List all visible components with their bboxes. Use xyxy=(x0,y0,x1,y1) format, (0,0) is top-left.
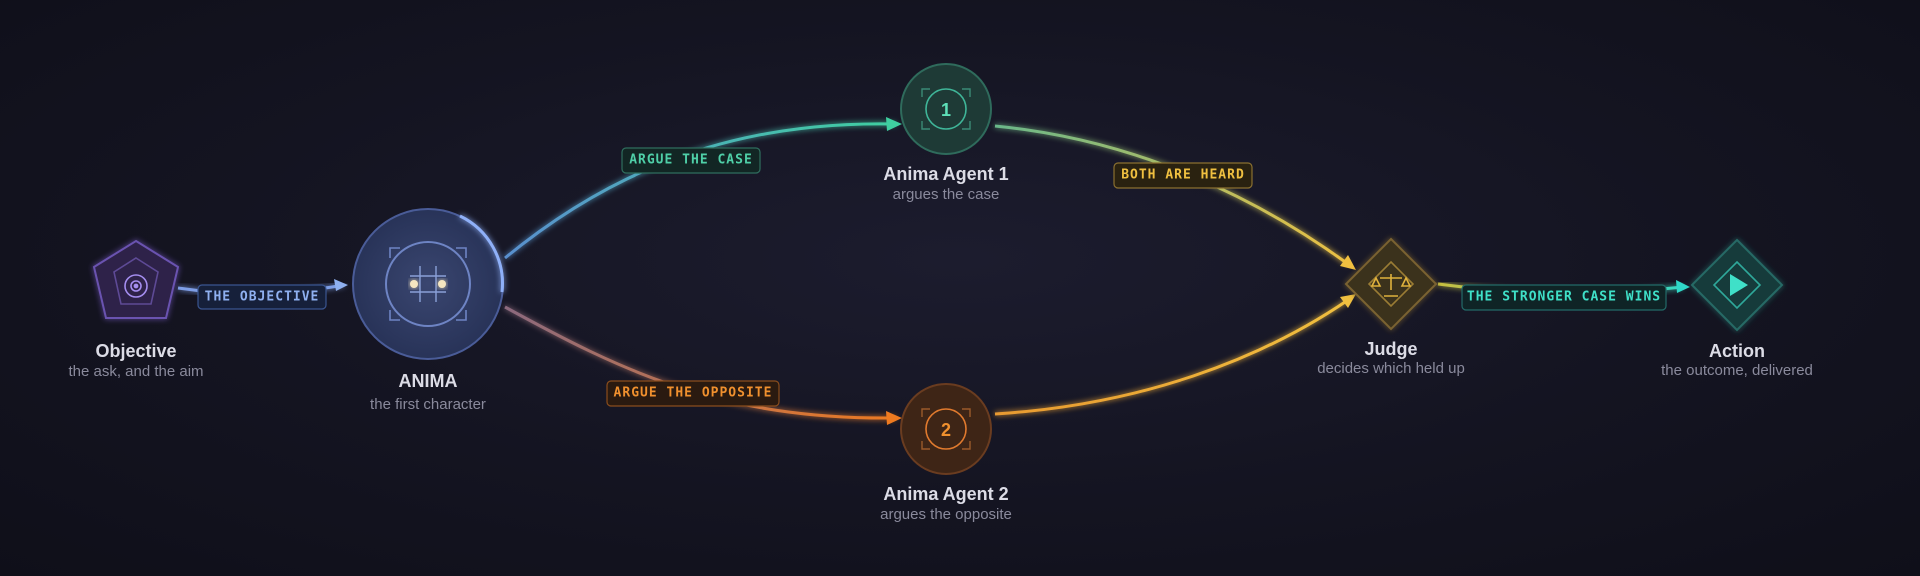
agent2-subtitle: argues the opposite xyxy=(880,506,1012,523)
numbered-badge-icon: 1 xyxy=(921,88,971,130)
arrow-head-icon xyxy=(334,279,348,291)
svg-text:2: 2 xyxy=(941,420,951,440)
edge-anima-to-agent2 xyxy=(504,305,902,425)
action-node[interactable] xyxy=(1690,238,1784,332)
edge-label-argue-the-opposite: ARGUE THE OPPOSITE xyxy=(606,380,780,407)
edge-agent1-to-judge xyxy=(994,124,1356,270)
arrow-head-icon xyxy=(886,411,902,425)
arrow-head-icon xyxy=(1676,280,1690,293)
agent1-subtitle: argues the case xyxy=(892,186,1000,203)
arrow-head-icon xyxy=(1340,294,1356,308)
progress-arc xyxy=(459,214,504,293)
twin-lights-icon xyxy=(385,241,471,327)
agent1-node[interactable]: 1 xyxy=(900,63,992,155)
judge-title: Judge xyxy=(1364,339,1418,359)
edge-label-argue-the-case: ARGUE THE CASE xyxy=(621,147,761,174)
svg-text:1: 1 xyxy=(941,100,951,120)
edge-agent2-to-judge xyxy=(994,294,1356,416)
agent1-title: Anima Agent 1 xyxy=(883,164,1009,184)
svg-text:THE STRONGER CASE WINS: THE STRONGER CASE WINS xyxy=(1467,290,1661,305)
anima-title: ANIMA xyxy=(398,371,458,391)
play-icon xyxy=(1712,260,1762,310)
edge-label-both-are-heard: BOTH ARE HEARD xyxy=(1113,162,1253,189)
anima-subtitle: the first character xyxy=(370,396,486,413)
svg-text:ARGUE THE CASE: ARGUE THE CASE xyxy=(629,153,753,168)
svg-text:THE OBJECTIVE: THE OBJECTIVE xyxy=(205,290,320,305)
arrow-head-icon xyxy=(1340,255,1356,270)
agent2-title: Anima Agent 2 xyxy=(883,484,1009,504)
numbered-badge-icon: 2 xyxy=(921,408,971,450)
edge-label-the-objective: THE OBJECTIVE xyxy=(197,284,327,310)
agent2-node[interactable]: 2 xyxy=(900,383,992,475)
judge-node[interactable] xyxy=(1344,237,1438,331)
arrow-head-icon xyxy=(886,117,902,131)
target-icon xyxy=(113,257,159,305)
svg-text:BOTH ARE HEARD: BOTH ARE HEARD xyxy=(1121,168,1245,183)
anima-node[interactable] xyxy=(352,208,504,360)
edge-anima-to-agent1 xyxy=(504,117,902,260)
scales-icon xyxy=(1367,260,1415,308)
action-title: Action xyxy=(1709,341,1765,361)
objective-title: Objective xyxy=(95,341,177,361)
objective-node[interactable] xyxy=(92,239,180,319)
objective-subtitle: the ask, and the aim xyxy=(68,363,204,380)
judge-subtitle: decides which held up xyxy=(1317,360,1465,377)
edge-label-the-stronger-case-wins: THE STRONGER CASE WINS xyxy=(1461,284,1667,311)
svg-text:ARGUE THE OPPOSITE: ARGUE THE OPPOSITE xyxy=(614,386,773,401)
action-subtitle: the outcome, delivered xyxy=(1661,362,1813,379)
